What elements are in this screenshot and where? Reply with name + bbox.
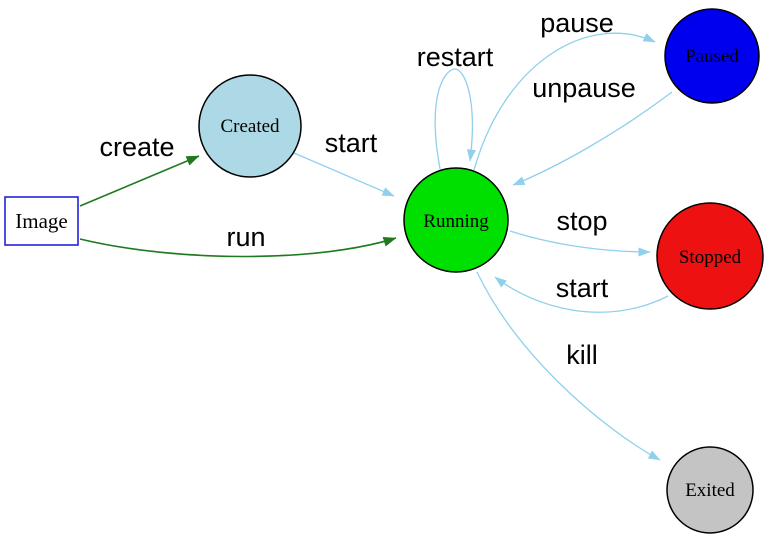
created-node-label: Created <box>220 116 280 137</box>
edge-label-stop: stop <box>556 206 607 236</box>
node-stopped: Stopped <box>656 202 764 310</box>
edge-label-unpause: unpause <box>532 73 636 103</box>
edge-labels-layer: create start run restart pause unpause s… <box>99 8 635 370</box>
running-node-circle <box>403 167 509 273</box>
node-paused: Paused <box>664 8 760 104</box>
edge-start-stopped-running-arrow <box>494 276 669 313</box>
image-node-label: Image <box>15 209 67 233</box>
stopped-node-label: Stopped <box>679 247 742 268</box>
edge-label-kill: kill <box>566 340 598 370</box>
edge-label-start-top: start <box>325 128 378 158</box>
node-exited: Exited <box>666 446 754 534</box>
edge-label-start-bottom: start <box>556 273 609 303</box>
edges-layer <box>79 32 673 461</box>
paused-node-circle <box>664 8 760 104</box>
edge-unpause-arrow <box>512 91 673 186</box>
node-created: Created <box>198 74 302 178</box>
node-running: Running <box>403 167 509 273</box>
node-image: Image <box>4 196 79 246</box>
edge-stop-arrow <box>509 230 651 257</box>
edge-label-restart: restart <box>417 42 494 72</box>
edge-run-arrow <box>79 236 397 258</box>
edge-label-run: run <box>226 222 265 252</box>
exited-node-circle <box>666 446 754 534</box>
paused-node-label: Paused <box>685 46 739 67</box>
running-node-label: Running <box>423 211 489 232</box>
edge-kill-arrow <box>476 271 661 461</box>
edge-restart-selfloop-arrow <box>434 68 476 170</box>
edge-start-created-running-arrow <box>293 152 395 197</box>
exited-node-label: Exited <box>685 480 735 501</box>
edge-create-arrow <box>79 155 200 207</box>
edge-label-pause: pause <box>540 8 614 38</box>
edge-label-create: create <box>99 132 174 162</box>
image-node-box <box>4 196 79 246</box>
edge-pause-arrow <box>473 32 656 171</box>
stopped-node-circle <box>656 202 764 310</box>
created-node-circle <box>198 74 302 178</box>
